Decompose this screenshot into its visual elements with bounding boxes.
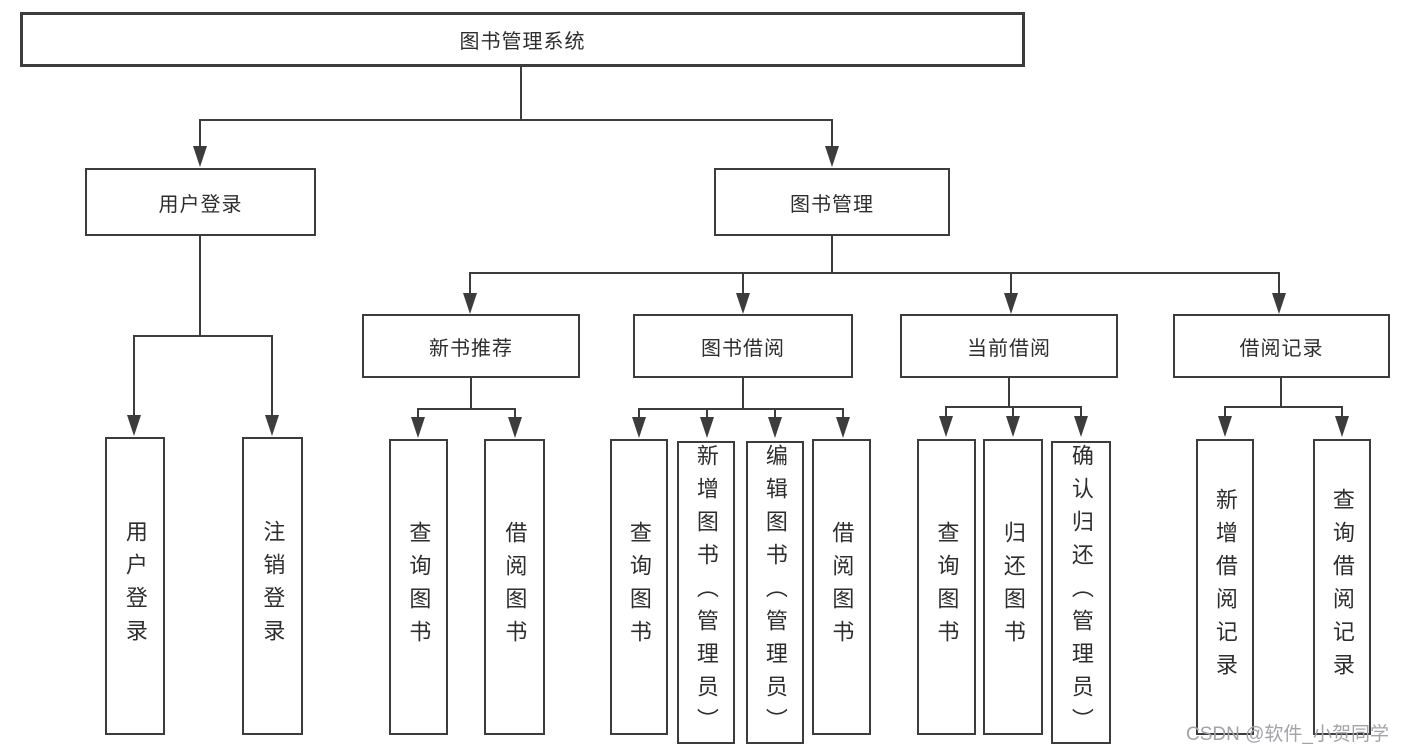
connector-level2-hline — [199, 119, 833, 121]
connector-borrow-hline — [638, 408, 844, 410]
connector-newbook-down — [470, 378, 472, 408]
connector-newbook-hline — [417, 408, 516, 410]
arrowhead-down-icon — [939, 416, 953, 437]
node-label: 图书借阅 — [701, 337, 785, 360]
arrowhead-down-icon — [1218, 416, 1232, 437]
node-user-login: 用户登录 — [85, 168, 316, 236]
connector-level3-hline — [469, 272, 1280, 274]
node-library-management-system: 图书管理系统 — [20, 12, 1025, 67]
node-borrowing-records: 借阅记录 — [1173, 314, 1390, 378]
arrowhead-down-icon — [1006, 416, 1020, 437]
node-book-management: 图书管理 — [714, 168, 950, 236]
connector-records-down — [1280, 378, 1282, 406]
connector-leaf-stem — [469, 274, 471, 294]
node-label: 图书管理系统 — [459, 31, 586, 53]
node-label: 编辑图书（管理员） — [762, 444, 788, 741]
arrowhead-down-icon — [1272, 293, 1286, 314]
leaf-user-login: 用户登录 — [105, 437, 165, 735]
arrowhead-down-icon — [736, 293, 750, 314]
leaf-edit-book-admin: 编辑图书（管理员） — [746, 441, 804, 744]
leaf-logout: 注销登录 — [242, 437, 303, 735]
connector-userlogin-down — [199, 236, 201, 335]
connector-leaf-stem — [1012, 408, 1014, 416]
connector-records-hline — [1224, 406, 1343, 408]
connector-current-hline — [945, 406, 1082, 408]
node-label: 图书管理 — [790, 193, 874, 216]
connector-leaf-stem — [1341, 408, 1343, 416]
arrowhead-down-icon — [1335, 416, 1349, 437]
node-label: 查询借阅记录 — [1329, 488, 1355, 686]
connector-root-stem — [520, 67, 522, 119]
connector-leaf-stem — [271, 337, 273, 415]
arrowhead-down-icon — [127, 415, 141, 436]
connector-leaf-stem — [706, 410, 708, 418]
arrowhead-down-icon — [700, 417, 714, 438]
leaf-query-borrow-record: 查询借阅记录 — [1313, 439, 1371, 735]
node-book-borrowing: 图书借阅 — [633, 314, 853, 378]
connector-bookmgmt-stem — [831, 121, 833, 148]
leaf-borrow-books-borrowing: 借阅图书 — [812, 439, 871, 735]
node-label: 借阅图书 — [502, 521, 528, 653]
arrowhead-down-icon — [265, 415, 279, 436]
node-label: 借阅图书 — [829, 521, 855, 653]
arrowhead-down-icon — [193, 146, 207, 167]
connector-leaf-stem — [1224, 408, 1226, 416]
connector-leaf-stem — [1080, 408, 1082, 416]
leaf-query-books-recommend: 查询图书 — [389, 439, 448, 735]
connector-leaf-stem — [514, 410, 516, 418]
node-label: 新书推荐 — [429, 337, 513, 360]
arrowhead-down-icon — [825, 146, 839, 167]
arrowhead-down-icon — [632, 417, 646, 438]
node-label: 确认归还（管理员） — [1068, 444, 1094, 741]
connector-leaf-stem — [742, 274, 744, 294]
connector-current-down — [1008, 378, 1010, 406]
connector-leaf-stem — [1278, 274, 1280, 294]
node-label: 查询图书 — [934, 521, 960, 653]
node-label: 查询图书 — [406, 521, 432, 653]
leaf-add-borrow-record: 新增借阅记录 — [1196, 439, 1254, 735]
leaf-confirm-return-admin: 确认归还（管理员） — [1051, 441, 1111, 744]
leaf-return-book: 归还图书 — [983, 439, 1043, 735]
node-label: 用户登录 — [122, 520, 148, 652]
connector-userlogin-hline — [133, 335, 273, 337]
arrowhead-down-icon — [836, 417, 850, 438]
node-current-borrowing: 当前借阅 — [900, 314, 1118, 378]
node-label: 归还图书 — [1000, 521, 1026, 653]
node-label: 注销登录 — [260, 520, 286, 652]
node-label: 借阅记录 — [1239, 337, 1324, 360]
connector-borrow-down — [742, 378, 744, 408]
node-label: 查询图书 — [626, 521, 652, 653]
leaf-borrow-books-recommend: 借阅图书 — [484, 439, 545, 735]
node-label: 新增借阅记录 — [1212, 488, 1238, 686]
arrowhead-down-icon — [508, 417, 522, 438]
connector-leaf-stem — [1010, 274, 1012, 294]
arrowhead-down-icon — [411, 417, 425, 438]
arrowhead-down-icon — [463, 293, 477, 314]
connector-userlogin-stem — [199, 121, 201, 148]
leaf-query-books-borrowing: 查询图书 — [610, 439, 668, 735]
csdn-watermark: CSDN @软件_小贺同学 — [1186, 724, 1389, 745]
connector-leaf-stem — [133, 337, 135, 415]
arrowhead-down-icon — [1004, 293, 1018, 314]
connector-leaf-stem — [774, 410, 776, 418]
leaf-query-books-current: 查询图书 — [917, 439, 976, 735]
node-label: 当前借阅 — [967, 337, 1051, 360]
connector-leaf-stem — [842, 410, 844, 418]
connector-leaf-stem — [638, 410, 640, 418]
connector-leaf-stem — [417, 410, 419, 418]
node-label: 新增图书（管理员） — [693, 444, 719, 741]
arrowhead-down-icon — [1074, 416, 1088, 437]
node-label: 用户登录 — [158, 193, 243, 216]
leaf-add-book-admin: 新增图书（管理员） — [677, 441, 735, 744]
connector-leaf-stem — [945, 408, 947, 416]
connector-bookmgmt-down — [831, 236, 833, 272]
node-new-book-recommendation: 新书推荐 — [362, 314, 580, 378]
arrowhead-down-icon — [768, 417, 782, 438]
